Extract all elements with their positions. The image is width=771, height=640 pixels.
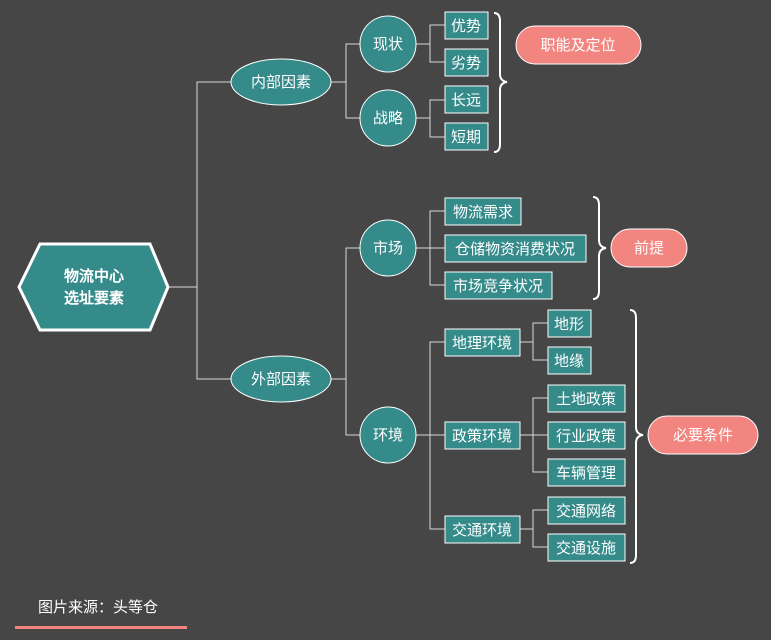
tag-necessary-conditions-label: 必要条件: [673, 426, 733, 444]
leaf-traffic-facilities[interactable]: 交通设施: [547, 533, 626, 562]
tag-necessary-conditions[interactable]: 必要条件: [647, 415, 759, 455]
leaf-traffic-facilities-label: 交通设施: [556, 539, 616, 557]
leaf-industry-policy[interactable]: 行业政策: [547, 421, 626, 450]
node-status-label: 现状: [373, 35, 403, 53]
brace-internal: [493, 12, 508, 153]
leaf-weakness[interactable]: 劣势: [444, 48, 489, 77]
leaf-terrain[interactable]: 地形: [547, 309, 592, 338]
node-policy-environment-label: 政策环境: [452, 427, 512, 445]
node-environment-label: 环境: [373, 426, 403, 444]
node-strategy-label: 战略: [373, 109, 403, 127]
root-line-2: 选址要素: [64, 289, 124, 307]
leaf-land-policy[interactable]: 土地政策: [547, 384, 626, 413]
leaf-terrain-label: 地形: [554, 315, 584, 333]
node-strategy[interactable]: 战略: [359, 89, 417, 147]
node-traffic-environment-label: 交通环境: [452, 521, 512, 539]
image-source-caption: 图片来源：头等仓: [38, 598, 159, 616]
node-market[interactable]: 市场: [359, 219, 417, 277]
leaf-storage-consumption-label: 仓储物资消费状况: [455, 240, 575, 258]
leaf-market-competition-label: 市场竞争状况: [453, 277, 543, 295]
leaf-strength-label: 优势: [451, 17, 481, 35]
leaf-long-term-label: 长远: [451, 91, 481, 109]
node-internal-factors[interactable]: 内部因素: [230, 58, 332, 106]
node-policy-environment[interactable]: 政策环境: [444, 421, 521, 450]
leaf-strength[interactable]: 优势: [444, 11, 489, 40]
leaf-short-term[interactable]: 短期: [444, 122, 489, 151]
brace-market: [592, 196, 607, 300]
leaf-logistics-demand[interactable]: 物流需求: [444, 197, 522, 226]
tag-function-positioning[interactable]: 职能及定位: [515, 25, 642, 65]
node-geo-environment[interactable]: 地理环境: [444, 328, 521, 357]
node-status[interactable]: 现状: [359, 15, 417, 73]
connectors: [168, 24, 548, 548]
leaf-vehicle-management[interactable]: 车辆管理: [547, 458, 626, 487]
leaf-geopolitics[interactable]: 地缘: [547, 346, 592, 375]
caption-underline: [15, 626, 187, 629]
brace-environment: [629, 309, 644, 564]
tag-premise-label: 前提: [634, 239, 664, 257]
leaf-land-policy-label: 土地政策: [556, 390, 616, 408]
leaf-market-competition[interactable]: 市场竞争状况: [444, 271, 553, 300]
leaf-traffic-network-label: 交通网络: [556, 502, 616, 520]
leaf-vehicle-management-label: 车辆管理: [556, 464, 616, 482]
tag-premise[interactable]: 前提: [610, 228, 688, 268]
node-external-factors-label: 外部因素: [251, 370, 311, 388]
leaf-traffic-network[interactable]: 交通网络: [547, 496, 626, 525]
node-internal-factors-label: 内部因素: [251, 73, 311, 91]
node-market-label: 市场: [373, 239, 403, 257]
root-line-1: 物流中心: [64, 267, 124, 285]
leaf-weakness-label: 劣势: [451, 54, 481, 72]
node-environment[interactable]: 环境: [359, 406, 417, 464]
leaf-industry-policy-label: 行业政策: [556, 427, 616, 445]
leaf-long-term[interactable]: 长远: [444, 85, 489, 114]
leaf-storage-consumption[interactable]: 仓储物资消费状况: [444, 234, 587, 263]
leaf-short-term-label: 短期: [451, 128, 481, 146]
node-external-factors[interactable]: 外部因素: [230, 355, 332, 403]
node-traffic-environment[interactable]: 交通环境: [444, 515, 521, 544]
leaf-logistics-demand-label: 物流需求: [453, 203, 513, 221]
root-node[interactable]: 物流中心 选址要素: [17, 242, 170, 332]
leaf-geopolitics-label: 地缘: [554, 352, 584, 370]
node-geo-environment-label: 地理环境: [452, 334, 512, 352]
tag-function-positioning-label: 职能及定位: [540, 36, 615, 54]
